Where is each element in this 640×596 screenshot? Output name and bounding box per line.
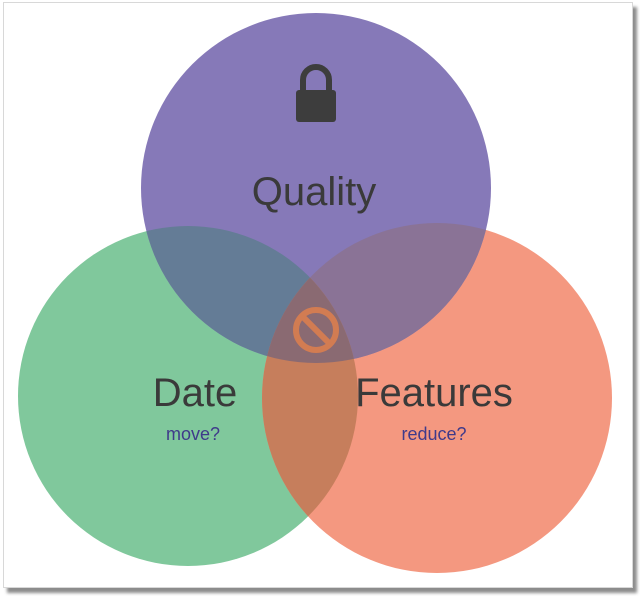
quality-label: Quality <box>252 170 377 214</box>
lock-icon <box>296 64 336 122</box>
date-sublabel: move? <box>166 424 220 444</box>
quality-features-overlap <box>262 223 491 363</box>
date-label: Date <box>153 371 238 415</box>
no-symbol-icon <box>293 307 339 353</box>
features-sublabel: reduce? <box>401 424 466 444</box>
features-label: Features <box>355 371 513 415</box>
quality-date-overlap <box>141 226 358 363</box>
